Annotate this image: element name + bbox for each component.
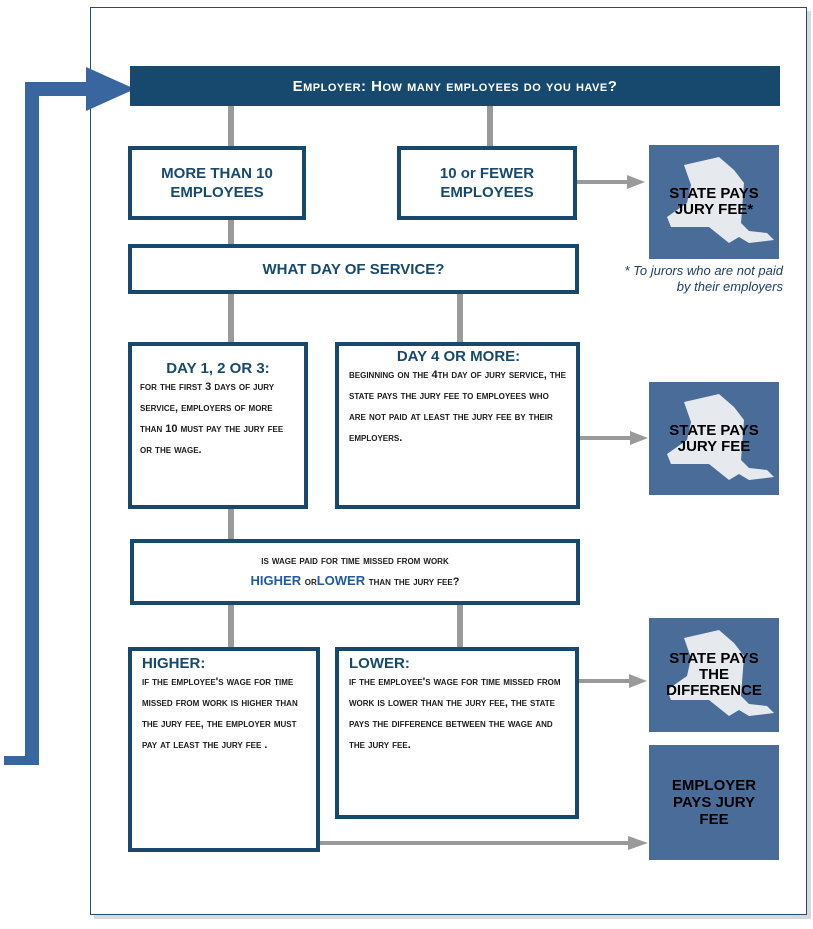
wage-question-box: Is wage paid for time missed from work H… bbox=[130, 539, 580, 605]
ny-state-map-icon bbox=[667, 157, 774, 243]
day-1-3-box: DAY 1, 2 OR 3: For the first 3 days of j… bbox=[128, 342, 308, 509]
arrow-to-state-pays bbox=[577, 175, 645, 189]
higher-box: HIGHER: If the employee's wage for time … bbox=[128, 647, 320, 852]
return-arrow bbox=[4, 67, 135, 765]
employer-pays-label: EMPLOYER PAYS JURY FEE bbox=[671, 777, 757, 828]
arrow-to-employer-pays bbox=[320, 836, 648, 850]
or-word: or bbox=[304, 576, 317, 588]
day-4-title: DAY 4 OR MORE: bbox=[396, 348, 521, 365]
10-or-fewer-label: 10 or FEWER EMPLOYEES bbox=[439, 165, 535, 201]
state-pays-footnote: * To jurors who are not paid by their em… bbox=[624, 263, 783, 294]
employer-pays-box: EMPLOYER PAYS JURY FEE bbox=[649, 745, 779, 860]
connector bbox=[228, 220, 234, 244]
header-question: Employer: How many employees do you have… bbox=[130, 66, 780, 106]
header-question-text: Employer: How many employees do you have… bbox=[292, 77, 618, 95]
day-1-3-body: For the first 3 days of jury service, em… bbox=[140, 381, 284, 456]
more-than-10-label: MORE THAN 10 EMPLOYEES bbox=[161, 165, 273, 201]
day-1-3-title: DAY 1, 2 OR 3: bbox=[166, 360, 270, 377]
ny-state-map-icon bbox=[667, 630, 774, 716]
lower-box: LOWER: If the employee's wage for time m… bbox=[335, 647, 579, 819]
connector bbox=[228, 605, 234, 647]
connector bbox=[487, 106, 493, 146]
higher-title: HIGHER: bbox=[142, 655, 206, 672]
state-pays-difference-box: STATE PAYS THE DIFFERENCE bbox=[649, 618, 779, 732]
connector bbox=[228, 106, 234, 146]
what-day-box: WHAT DAY OF SERVICE? bbox=[128, 244, 579, 294]
wage-question-line1: Is wage paid for time missed from work bbox=[261, 555, 449, 567]
day-4-body: Beginning on the 4th day of jury service… bbox=[349, 369, 566, 444]
connector bbox=[228, 509, 234, 539]
lower-body: If the employee's wage for time missed f… bbox=[349, 676, 561, 751]
higher-body: If the employee's wage for time missed f… bbox=[142, 676, 298, 751]
higher-word: HIGHER bbox=[250, 573, 302, 588]
lower-title: LOWER: bbox=[349, 655, 410, 672]
arrow-to-state-pays-difference bbox=[579, 674, 647, 688]
state-pays-difference-label: STATE PAYS THE DIFFERENCE bbox=[666, 650, 762, 699]
lower-word: LOWER bbox=[316, 573, 366, 588]
ny-state-map-icon bbox=[667, 394, 774, 480]
connector bbox=[228, 294, 234, 342]
state-pays-jury-fee-box: STATE PAYS JURY FEE* bbox=[649, 145, 779, 259]
connector bbox=[457, 605, 463, 647]
state-pays-label: STATE PAYS JURY FEE* bbox=[669, 185, 759, 218]
what-day-label: WHAT DAY OF SERVICE? bbox=[262, 260, 445, 278]
day-4-box: DAY 4 OR MORE: Beginning on the 4th day … bbox=[335, 342, 580, 509]
10-or-fewer-box: 10 or FEWER EMPLOYEES bbox=[397, 146, 577, 220]
wage-question-line2: than the jury fee? bbox=[368, 576, 460, 588]
state-pays-label-2: STATE PAYS JURY FEE bbox=[669, 421, 759, 455]
state-pays-jury-fee-box-2: STATE PAYS JURY FEE bbox=[649, 382, 779, 495]
more-than-10-box: MORE THAN 10 EMPLOYEES bbox=[128, 146, 306, 220]
connector bbox=[457, 294, 463, 342]
arrow-to-state-pays-2 bbox=[580, 431, 648, 445]
